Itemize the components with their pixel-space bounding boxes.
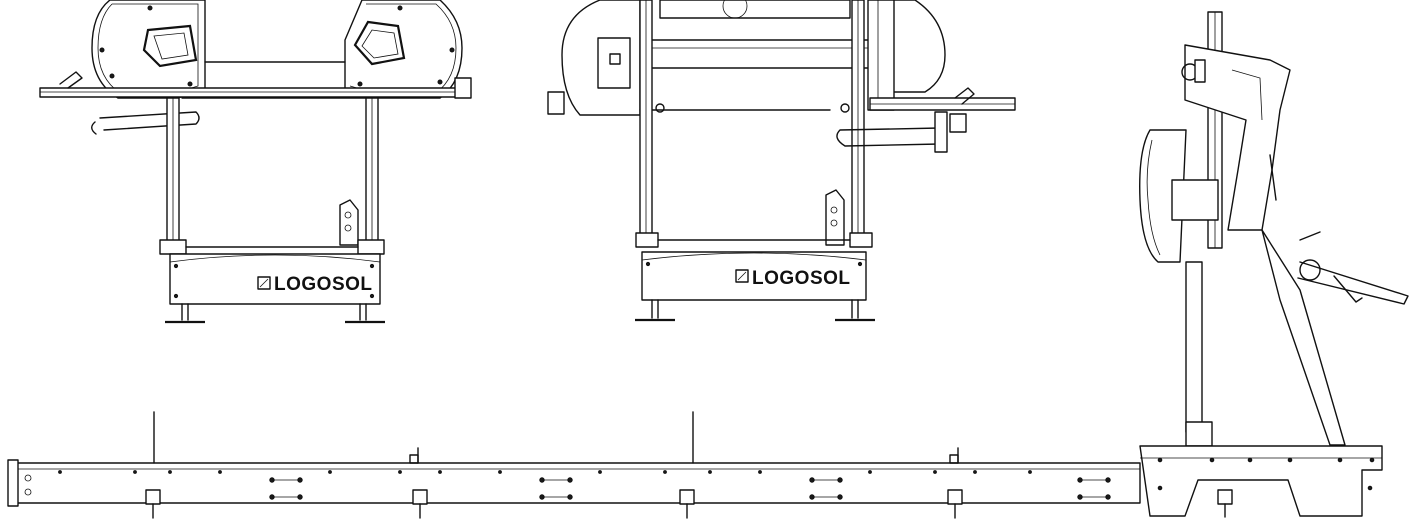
rear-columns xyxy=(639,0,895,247)
rear-wheel-housings xyxy=(547,0,946,116)
rail-view xyxy=(7,411,1141,519)
front-left-wheel-housing xyxy=(91,0,206,99)
rail-clamps xyxy=(269,477,1111,500)
front-right-wheel-housing xyxy=(344,0,463,99)
rail-feet xyxy=(145,489,963,519)
front-view: LOGOSOL xyxy=(39,0,472,324)
rear-view: LOGOSOL xyxy=(547,0,1016,322)
front-guide-rail xyxy=(39,71,472,135)
rear-brand-text: LOGOSOL xyxy=(752,268,851,289)
side-view xyxy=(1139,11,1409,518)
front-base: LOGOSOL xyxy=(159,239,385,324)
rear-base: LOGOSOL xyxy=(635,189,875,322)
rear-guide-rail xyxy=(836,87,1016,153)
rail-bolts xyxy=(58,470,1032,474)
front-brand-text: LOGOSOL xyxy=(274,274,373,295)
